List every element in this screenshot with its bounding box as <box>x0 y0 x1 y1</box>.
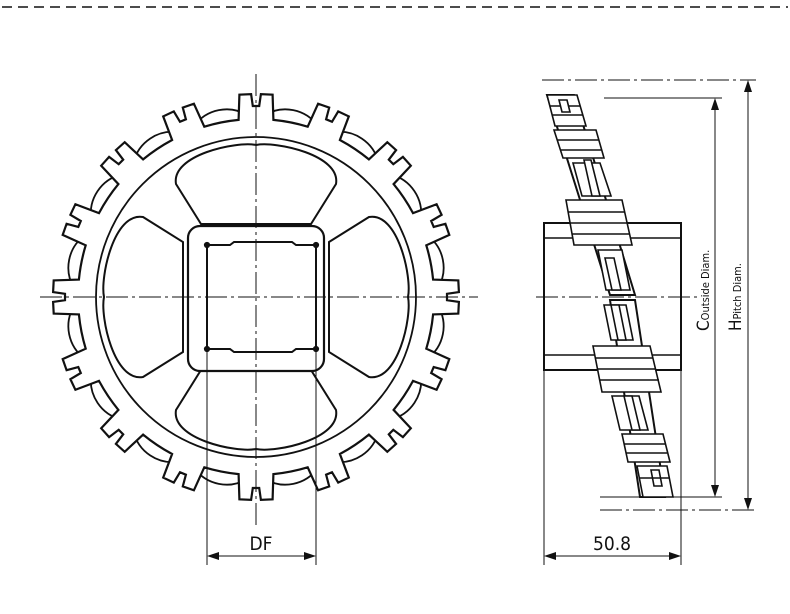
outside-diam-letter: C <box>694 320 714 331</box>
lower-tooth-segments <box>592 304 674 498</box>
svg-text:COutside Diam.: COutside Diam. <box>694 250 714 331</box>
width-label: 50.8 <box>593 533 631 555</box>
outside-diam-arrow-top <box>711 98 719 110</box>
width-arrow-left <box>544 552 556 560</box>
outside-diam-arrow-bottom <box>711 485 719 497</box>
outside-diam-text: Outside Diam. <box>699 250 712 321</box>
df-label: DF <box>250 533 273 555</box>
df-arrow-left <box>207 552 219 560</box>
pitch-diam-arrow-top <box>744 80 752 92</box>
width-arrow-right <box>669 552 681 560</box>
pitch-diam-arrow-bottom <box>744 498 752 510</box>
pitch-diam-text: Pitch Diam. <box>731 263 744 319</box>
front-view <box>40 74 478 565</box>
df-arrow-right <box>304 552 316 560</box>
bore-corner <box>203 241 211 249</box>
upper-tooth-segments <box>545 94 633 291</box>
svg-text:HPitch Diam.: HPitch Diam. <box>726 263 746 331</box>
pitch-diam-letter: H <box>726 319 746 331</box>
side-view <box>536 79 756 565</box>
lightening-hole <box>102 215 184 379</box>
bore-corner <box>312 241 320 249</box>
